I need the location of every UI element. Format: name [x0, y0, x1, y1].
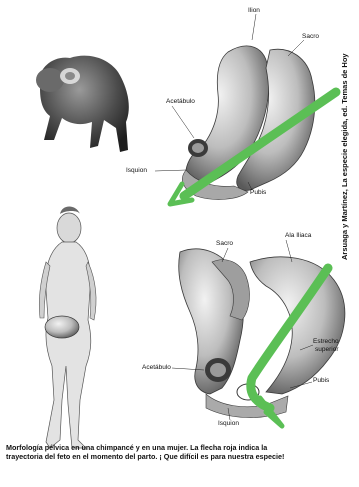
label-estrecho: Estrecho [313, 339, 339, 346]
caption-line-1: Morfología pélvica en una chimpancé y en… [6, 443, 356, 452]
label-ala-iliaca: Ala Iliaca [285, 233, 311, 240]
chimpanzee-figure [36, 56, 129, 152]
label-isquion-chimp: Isquion [126, 168, 147, 175]
label-sacro-human: Sacro [216, 241, 233, 248]
image-credit: Arsuaga y Martínez, La especie elegida, … [340, 70, 349, 260]
label-isquion-human: Isquion [218, 421, 239, 428]
label-superior: superior [315, 347, 338, 354]
label-sacro-chimp: Sacro [302, 34, 319, 41]
figure-caption: Morfología pélvica en una chimpancé y en… [6, 443, 356, 461]
label-pubis-human: Pubis [313, 378, 329, 385]
caption-line-2: trayectoria del feto en el momento del p… [6, 452, 356, 461]
label-acetabulo-human: Acetábulo [142, 365, 171, 372]
woman-figure [39, 207, 96, 449]
label-acetabulo-chimp: Acetábulo [166, 99, 195, 106]
label-pubis-chimp: Pubis [250, 190, 266, 197]
label-ilion: Ilion [248, 8, 260, 15]
